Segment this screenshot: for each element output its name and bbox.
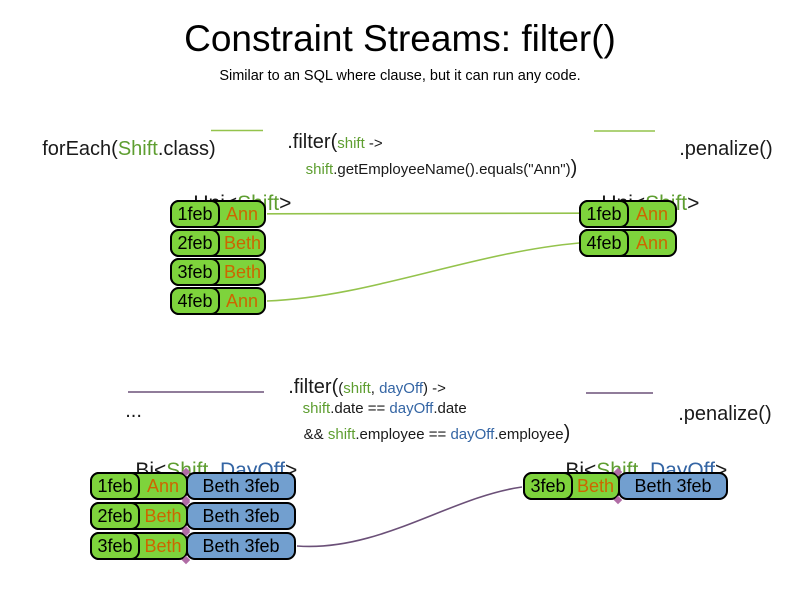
label-token: , [208, 459, 220, 482]
filter2-call: .filter((shift, dayOff) -> [266, 353, 446, 422]
code-token: .penalize() [678, 403, 772, 425]
foreach-call: forEach(Shift.class) [20, 115, 216, 184]
label-token: > [279, 192, 292, 215]
employee-cell: Ann [225, 290, 259, 311]
code-token: .employee == [355, 426, 451, 443]
code-token: && [303, 426, 328, 443]
code-token-shift-type: Shift [117, 138, 158, 160]
date-cell: 3feb [170, 258, 220, 286]
code-token: , [370, 380, 380, 397]
code-token-param: shift [302, 400, 331, 417]
date-cell: 1feb [90, 472, 140, 500]
date-cell: 2feb [170, 229, 220, 257]
dayoff-card: Beth 3feb [186, 472, 296, 500]
code-token: .employee [494, 426, 564, 443]
employee-cell: Ann [146, 475, 180, 496]
penalize1-call: .penalize() [657, 115, 773, 184]
employee-cell: Beth [224, 261, 262, 282]
page-title: Constraint Streams: filter() [184, 18, 616, 59]
code-token: ... [125, 400, 142, 422]
date-cell: 2feb [90, 502, 140, 530]
date-cell: 1feb [170, 200, 220, 228]
date-cell: 1feb [579, 200, 629, 228]
shift-card: 4feb Ann [170, 287, 266, 315]
shift-card: 3feb Beth [90, 532, 188, 560]
code-token: -> [364, 135, 383, 152]
code-token-param: dayOff [389, 400, 434, 417]
shift-card: 3feb Beth [523, 472, 620, 500]
code-token: .date == [330, 400, 390, 417]
employee-cell: Ann [635, 203, 669, 224]
employee-cell: Beth [577, 475, 615, 496]
dayoff-card: Beth 3feb [618, 472, 728, 500]
slide-subtitle: Similar to an SQL where clause, but it c… [219, 68, 581, 84]
shift-card: 1feb Ann [90, 472, 188, 500]
shift-card: 1feb Ann [579, 200, 677, 228]
employee-cell: Beth [144, 535, 182, 556]
employee-cell: Ann [225, 203, 259, 224]
employee-cell: Ann [635, 232, 669, 253]
code-token: forEach( [42, 138, 118, 160]
filter1-body: shift.getEmployeeName().equals("Ann")) [289, 140, 578, 197]
label-token: , [638, 459, 650, 482]
bi-row: 3feb Beth Beth 3feb [90, 527, 296, 565]
shift-card: 2feb Beth [90, 502, 188, 530]
shift-card: 4feb Ann [579, 229, 677, 257]
penalize2-call: .penalize() [656, 380, 772, 449]
code-token: .filter( [287, 131, 338, 153]
connector-bi-join [296, 486, 523, 548]
code-token: .getEmployeeName().equals("Ann") [333, 161, 571, 178]
dayoff-card: Beth 3feb [186, 502, 296, 530]
shift-card: 1feb Ann [170, 200, 266, 228]
employee-cell: Beth [224, 232, 262, 253]
bi-row: 2feb Beth Beth 3feb [90, 497, 296, 535]
date-cell: 4feb [170, 287, 220, 315]
shift-card: 3feb Beth [170, 258, 266, 286]
code-token: -> [428, 380, 446, 397]
code-token-param: shift [327, 426, 356, 443]
date-cell: 3feb [90, 532, 140, 560]
bi-row: 3feb Beth Beth 3feb [523, 467, 728, 505]
employee-cell: Beth [144, 505, 182, 526]
code-token: .penalize() [679, 138, 773, 160]
code-token-param: shift [305, 161, 334, 178]
filter2-line2: shift.date == dayOff.date [286, 383, 467, 434]
label-token: > [687, 192, 700, 215]
code-token: .filter( [288, 376, 339, 398]
code-token: ) [423, 380, 429, 397]
bi-row: 1feb Ann Beth 3feb [90, 467, 296, 505]
connector-card-1feb [266, 212, 580, 215]
code-token: .date [433, 400, 467, 417]
ellipsis: ... [103, 377, 142, 446]
code-token-param: dayOff [379, 380, 424, 397]
code-token-param: dayOff [450, 426, 495, 443]
filter2-line3: && shift.employee == dayOff.employee) [287, 405, 571, 462]
date-cell: 3feb [523, 472, 573, 500]
code-token: .class) [157, 138, 216, 160]
code-token: ( [338, 380, 344, 397]
filter1-call: .filter(shift -> [265, 108, 383, 177]
shift-card: 2feb Beth [170, 229, 266, 257]
date-cell: 4feb [579, 229, 629, 257]
code-token: ) [563, 422, 571, 444]
code-token-param: shift [337, 135, 365, 152]
dayoff-card: Beth 3feb [186, 532, 296, 560]
code-token-param: shift [343, 380, 371, 397]
code-token: ) [570, 157, 578, 179]
connector-card-4feb [266, 242, 580, 302]
